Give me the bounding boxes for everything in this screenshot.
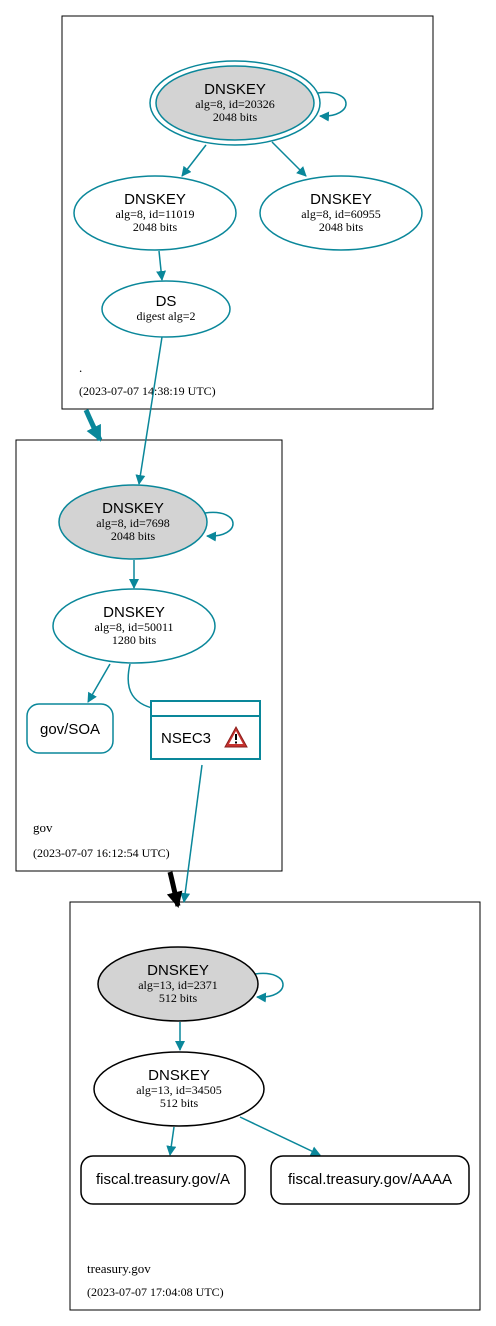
node-tre-ksk-line2: 512 bits (159, 991, 198, 1005)
node-tre-zsk-line1: alg=13, id=34505 (136, 1083, 222, 1097)
node-gov-ds-title: DS (156, 293, 177, 310)
node-nsec3-title: NSEC3 (161, 730, 211, 747)
node-gov-ksk-title: DNSKEY (102, 500, 164, 517)
node-root-zsk-60955[interactable]: DNSKEY alg=8, id=60955 2048 bits (259, 175, 423, 251)
node-root-ksk-title: DNSKEY (204, 81, 266, 98)
zone-root-timestamp: (2023-07-07 14:38:19 UTC) (79, 384, 216, 398)
zone-gov: gov (2023-07-07 16:12:54 UTC) (15, 439, 283, 872)
node-tre-zsk-title: DNSKEY (148, 1067, 210, 1084)
node-root-zsk1-title: DNSKEY (124, 191, 186, 208)
edge-tre-zsk-aaaa (239, 1116, 321, 1156)
node-root-zsk2-line1: alg=8, id=60955 (301, 207, 381, 221)
node-gov-ksk[interactable]: DNSKEY alg=8, id=7698 2048 bits (58, 484, 208, 560)
node-root-zsk-11019[interactable]: DNSKEY alg=8, id=11019 2048 bits (73, 175, 237, 251)
zone-treasury-name: treasury.gov (87, 1261, 151, 1276)
edge-gov-ksk-self (204, 511, 234, 542)
edge-delegation-root-gov (83, 409, 103, 442)
node-gov-zsk-title: DNSKEY (103, 604, 165, 621)
edge-root-ksk-self (317, 91, 347, 122)
node-root-ksk[interactable]: DNSKEY alg=8, id=20326 2048 bits (149, 60, 321, 146)
node-tre-aaaa-title: fiscal.treasury.gov/AAAA (288, 1171, 452, 1188)
zone-root-box (61, 15, 434, 410)
node-root-ksk-line2: 2048 bits (213, 110, 258, 124)
node-root-ksk-line1: alg=8, id=20326 (195, 97, 275, 111)
node-gov-ds[interactable]: DS digest alg=2 (101, 280, 231, 338)
edge-gov-zsk-soa (87, 663, 111, 703)
node-root-zsk2-line2: 2048 bits (319, 220, 364, 234)
edge-root-zsk1-ds (156, 250, 167, 281)
node-tre-ksk-title: DNSKEY (147, 962, 209, 979)
warning-icon (224, 725, 248, 748)
zone-treasury-timestamp: (2023-07-07 17:04:08 UTC) (87, 1285, 224, 1299)
zone-root-name: . (79, 360, 82, 375)
edge-ds-gov-ksk (135, 336, 163, 485)
node-gov-ksk-line2: 2048 bits (111, 529, 156, 543)
zone-gov-timestamp: (2023-07-07 16:12:54 UTC) (33, 846, 170, 860)
node-tre-a-title: fiscal.treasury.gov/A (96, 1171, 230, 1188)
node-root-zsk1-line1: alg=8, id=11019 (115, 207, 194, 221)
node-gov-zsk-line1: alg=8, id=50011 (94, 620, 173, 634)
node-gov-soa[interactable]: gov/SOA (26, 703, 114, 754)
node-tre-ksk-line1: alg=13, id=2371 (138, 978, 218, 992)
node-tre-zsk[interactable]: DNSKEY alg=13, id=34505 512 bits (93, 1051, 265, 1127)
zone-root: . (2023-07-07 14:38:19 UTC) (61, 15, 434, 410)
edge-root-ksk-zsk2 (271, 141, 307, 177)
edges (83, 91, 347, 1156)
edge-tre-zsk-a (166, 1126, 177, 1156)
edge-nsec3-treasury (180, 764, 203, 903)
node-gov-ds-line1: digest alg=2 (136, 309, 195, 323)
node-gov-soa-title: gov/SOA (40, 721, 100, 738)
edge-tre-ksk-self (254, 972, 284, 1003)
zone-gov-name: gov (33, 820, 53, 835)
node-gov-ksk-line1: alg=8, id=7698 (96, 516, 170, 530)
node-gov-zsk-line2: 1280 bits (112, 633, 157, 647)
node-tre-zsk-line2: 512 bits (160, 1096, 199, 1110)
node-root-zsk2-title: DNSKEY (310, 191, 372, 208)
edge-root-ksk-zsk1 (181, 144, 207, 177)
node-tre-aaaa[interactable]: fiscal.treasury.gov/AAAA (270, 1155, 470, 1205)
zone-gov-box (15, 439, 283, 872)
node-gov-zsk[interactable]: DNSKEY alg=8, id=50011 1280 bits (52, 588, 216, 664)
zone-treasury-box (69, 901, 481, 1311)
node-nsec3[interactable]: NSEC3 (150, 700, 261, 760)
zone-treasury: treasury.gov (2023-07-07 17:04:08 UTC) (69, 901, 481, 1311)
node-tre-ksk[interactable]: DNSKEY alg=13, id=2371 512 bits (97, 946, 259, 1022)
node-root-zsk1-line2: 2048 bits (133, 220, 178, 234)
edge-delegation-gov-treasury (166, 871, 183, 908)
node-tre-a[interactable]: fiscal.treasury.gov/A (80, 1155, 246, 1205)
